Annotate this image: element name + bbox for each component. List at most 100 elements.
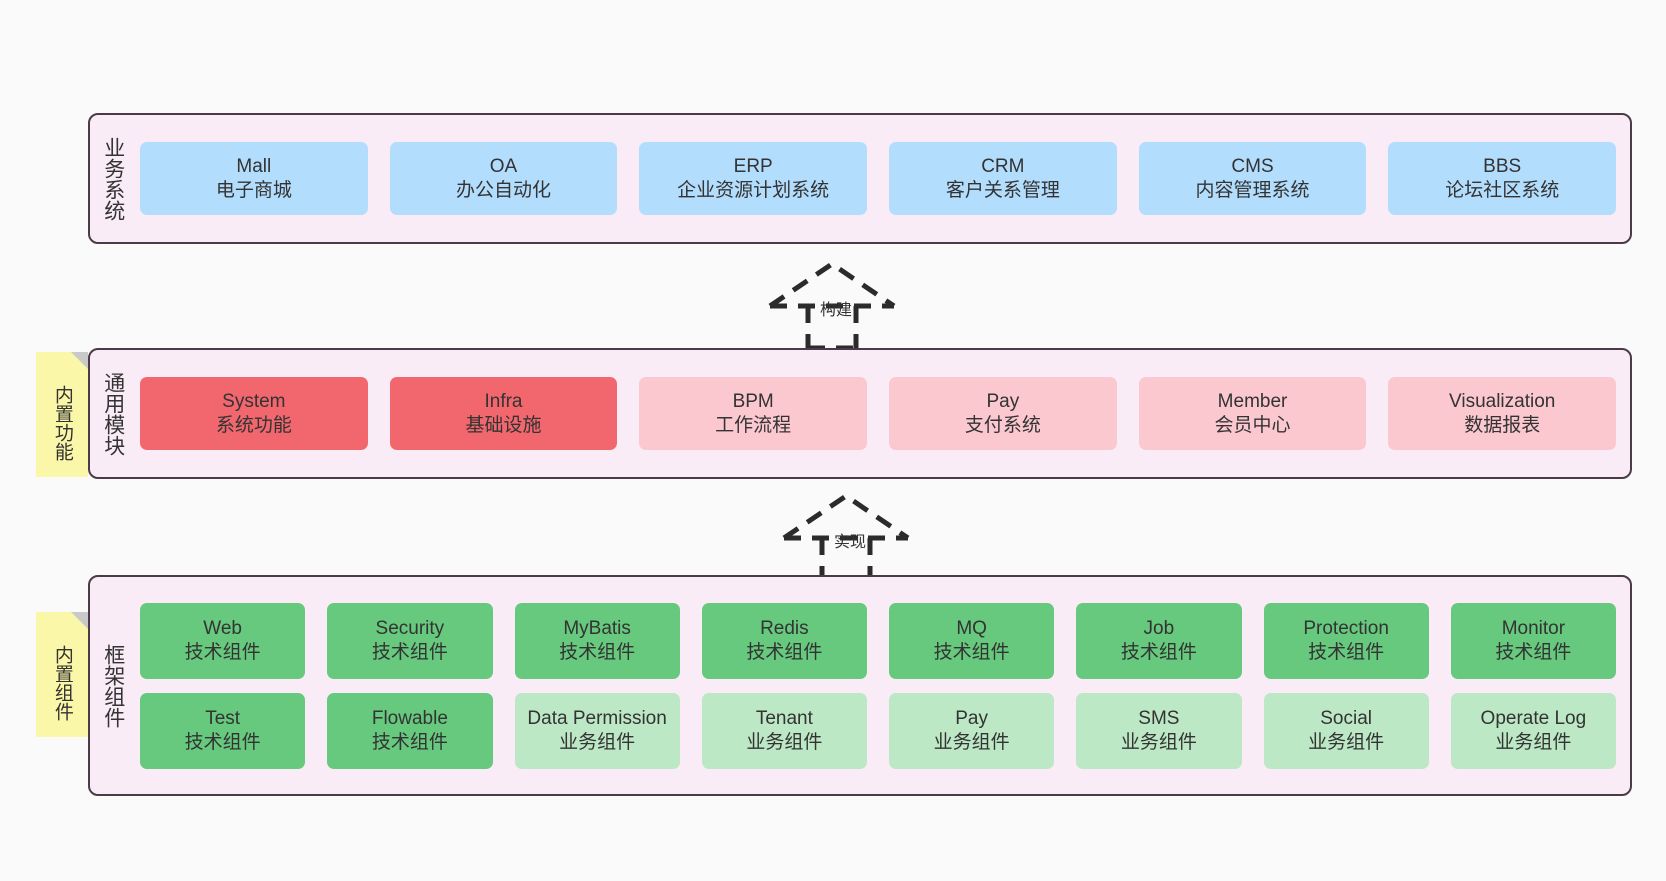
card-title-en: Operate Log bbox=[1480, 707, 1587, 729]
build-arrow-label: 构建 bbox=[820, 302, 853, 319]
card-title-en: Infra bbox=[484, 390, 523, 412]
card-title-cn: 技术组件 bbox=[559, 641, 636, 663]
card-title-cn: 业务组件 bbox=[746, 731, 823, 753]
card-title-cn: 客户关系管理 bbox=[945, 179, 1060, 201]
sticky-note-builtin-features: 内置功能 bbox=[36, 352, 88, 477]
card-title-cn: 企业资源计划系统 bbox=[677, 179, 830, 201]
card-title-cn: 技术组件 bbox=[371, 731, 448, 753]
card-title-en: Mall bbox=[236, 155, 272, 177]
card-title-cn: 数据报表 bbox=[1464, 414, 1541, 436]
card-title-en: Job bbox=[1143, 617, 1175, 639]
card-title-cn: 业务组件 bbox=[1308, 731, 1385, 753]
card-title-cn: 技术组件 bbox=[1308, 641, 1385, 663]
card-title-cn: 业务组件 bbox=[933, 731, 1010, 753]
card-title-en: Web bbox=[203, 617, 242, 639]
framework-components-label: 框架组件 bbox=[101, 643, 125, 728]
card-title-en: Protection bbox=[1303, 617, 1389, 639]
implement-arrow-label: 实现 bbox=[834, 534, 867, 551]
card-title-cn: 技术组件 bbox=[1120, 641, 1197, 663]
card-title-en: System bbox=[222, 390, 286, 412]
build-arrow: 构建 bbox=[752, 258, 912, 350]
card-title-en: MyBatis bbox=[563, 617, 631, 639]
implement-arrow: 实现 bbox=[766, 490, 926, 582]
card-title-en: Security bbox=[375, 617, 445, 639]
card-title-cn: 工作流程 bbox=[715, 414, 792, 436]
card-title-en: Flowable bbox=[371, 707, 448, 729]
card-title-cn: 基础设施 bbox=[465, 414, 542, 436]
card-title-cn: 技术组件 bbox=[1495, 641, 1572, 663]
card-title-cn: 技术组件 bbox=[184, 731, 261, 753]
card-title-en: Tenant bbox=[755, 707, 813, 729]
card-title-cn: 业务组件 bbox=[559, 731, 636, 753]
card-title-en: CMS bbox=[1231, 155, 1274, 177]
card-title-en: Member bbox=[1217, 390, 1288, 412]
card-title-en: OA bbox=[489, 155, 518, 177]
sticky-note-builtin-features-text: 内置功能 bbox=[51, 384, 73, 461]
card-title-cn: 办公自动化 bbox=[456, 179, 552, 201]
card-title-en: Pay bbox=[986, 390, 1020, 412]
card-title-cn: 内容管理系统 bbox=[1195, 179, 1310, 201]
card-title-en: MQ bbox=[956, 617, 987, 639]
card-title-en: BPM bbox=[732, 390, 774, 412]
card-title-en: Monitor bbox=[1501, 617, 1566, 639]
card-title-en: Test bbox=[205, 707, 241, 729]
card-title-cn: 支付系统 bbox=[964, 414, 1041, 436]
card-title-cn: 会员中心 bbox=[1214, 414, 1291, 436]
card-title-en: Visualization bbox=[1449, 390, 1556, 412]
card-title-cn: 业务组件 bbox=[1120, 731, 1197, 753]
card-title-cn: 技术组件 bbox=[746, 641, 823, 663]
sticky-note-builtin-components: 内置组件 bbox=[36, 612, 88, 737]
card-title-en: Social bbox=[1320, 707, 1372, 729]
card-title-cn: 电子商城 bbox=[215, 179, 292, 201]
card-title-cn: 系统功能 bbox=[215, 414, 292, 436]
common-modules-label: 通用模块 bbox=[101, 371, 125, 456]
card-title-en: Redis bbox=[760, 617, 809, 639]
card-title-cn: 技术组件 bbox=[371, 641, 448, 663]
card-title-en: Pay bbox=[955, 707, 988, 729]
card-title-en: Data Permission bbox=[527, 707, 667, 729]
sticky-note-builtin-components-text: 内置组件 bbox=[51, 644, 73, 721]
card-title-cn: 业务组件 bbox=[1495, 731, 1572, 753]
card-title-en: CRM bbox=[981, 155, 1025, 177]
card-title-en: SMS bbox=[1138, 707, 1180, 729]
card-title-cn: 论坛社区系统 bbox=[1445, 179, 1560, 201]
